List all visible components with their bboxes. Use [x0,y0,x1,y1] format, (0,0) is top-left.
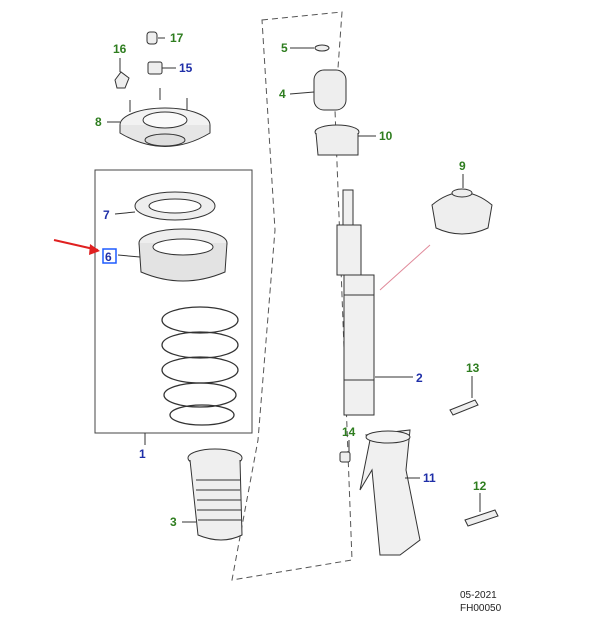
red-arrow [53,239,100,255]
callout-11: 11 [423,471,436,485]
spring-isolator [139,229,227,281]
callout-8: 8 [95,115,102,129]
washer [315,45,329,51]
strut-cap [315,125,359,155]
callout-2: 2 [416,371,423,385]
top-mount [120,88,210,147]
callout-14: 14 [342,425,356,439]
top-nut [148,62,162,74]
dust-cap [147,32,157,44]
callout-15: 15 [179,61,193,75]
callout-4: 4 [279,87,286,101]
bolt-12 [465,510,498,526]
callout-13: 13 [466,361,480,375]
callout-3: 3 [170,515,177,529]
callout-12: 12 [473,479,487,493]
coil-spring [162,307,238,425]
callout-17: 17 [170,31,184,45]
callout-1: 1 [139,447,146,461]
nut-14 [340,452,350,462]
callout-16: 16 [113,42,127,56]
leader-lines [107,37,481,523]
shock-absorber [337,190,374,415]
callout-6: 6 [105,250,112,264]
highlight-box [102,248,117,264]
bump-stop [314,70,346,110]
upper-mount-bushing [432,189,492,234]
callout-10: 10 [379,129,393,143]
footer-date: 05-2021 [460,590,497,601]
lower-fork [360,430,420,555]
spring-group-box [94,169,253,434]
callout-5: 5 [281,41,288,55]
mount-nut [115,72,129,88]
callout-7: 7 [103,208,110,222]
upper-spring-seat [135,192,215,220]
callout-9: 9 [459,159,466,173]
dust-boot [188,449,242,540]
pink-leader [379,244,431,291]
footer-code: FH00050 [460,603,502,614]
bolt-13 [450,400,478,415]
